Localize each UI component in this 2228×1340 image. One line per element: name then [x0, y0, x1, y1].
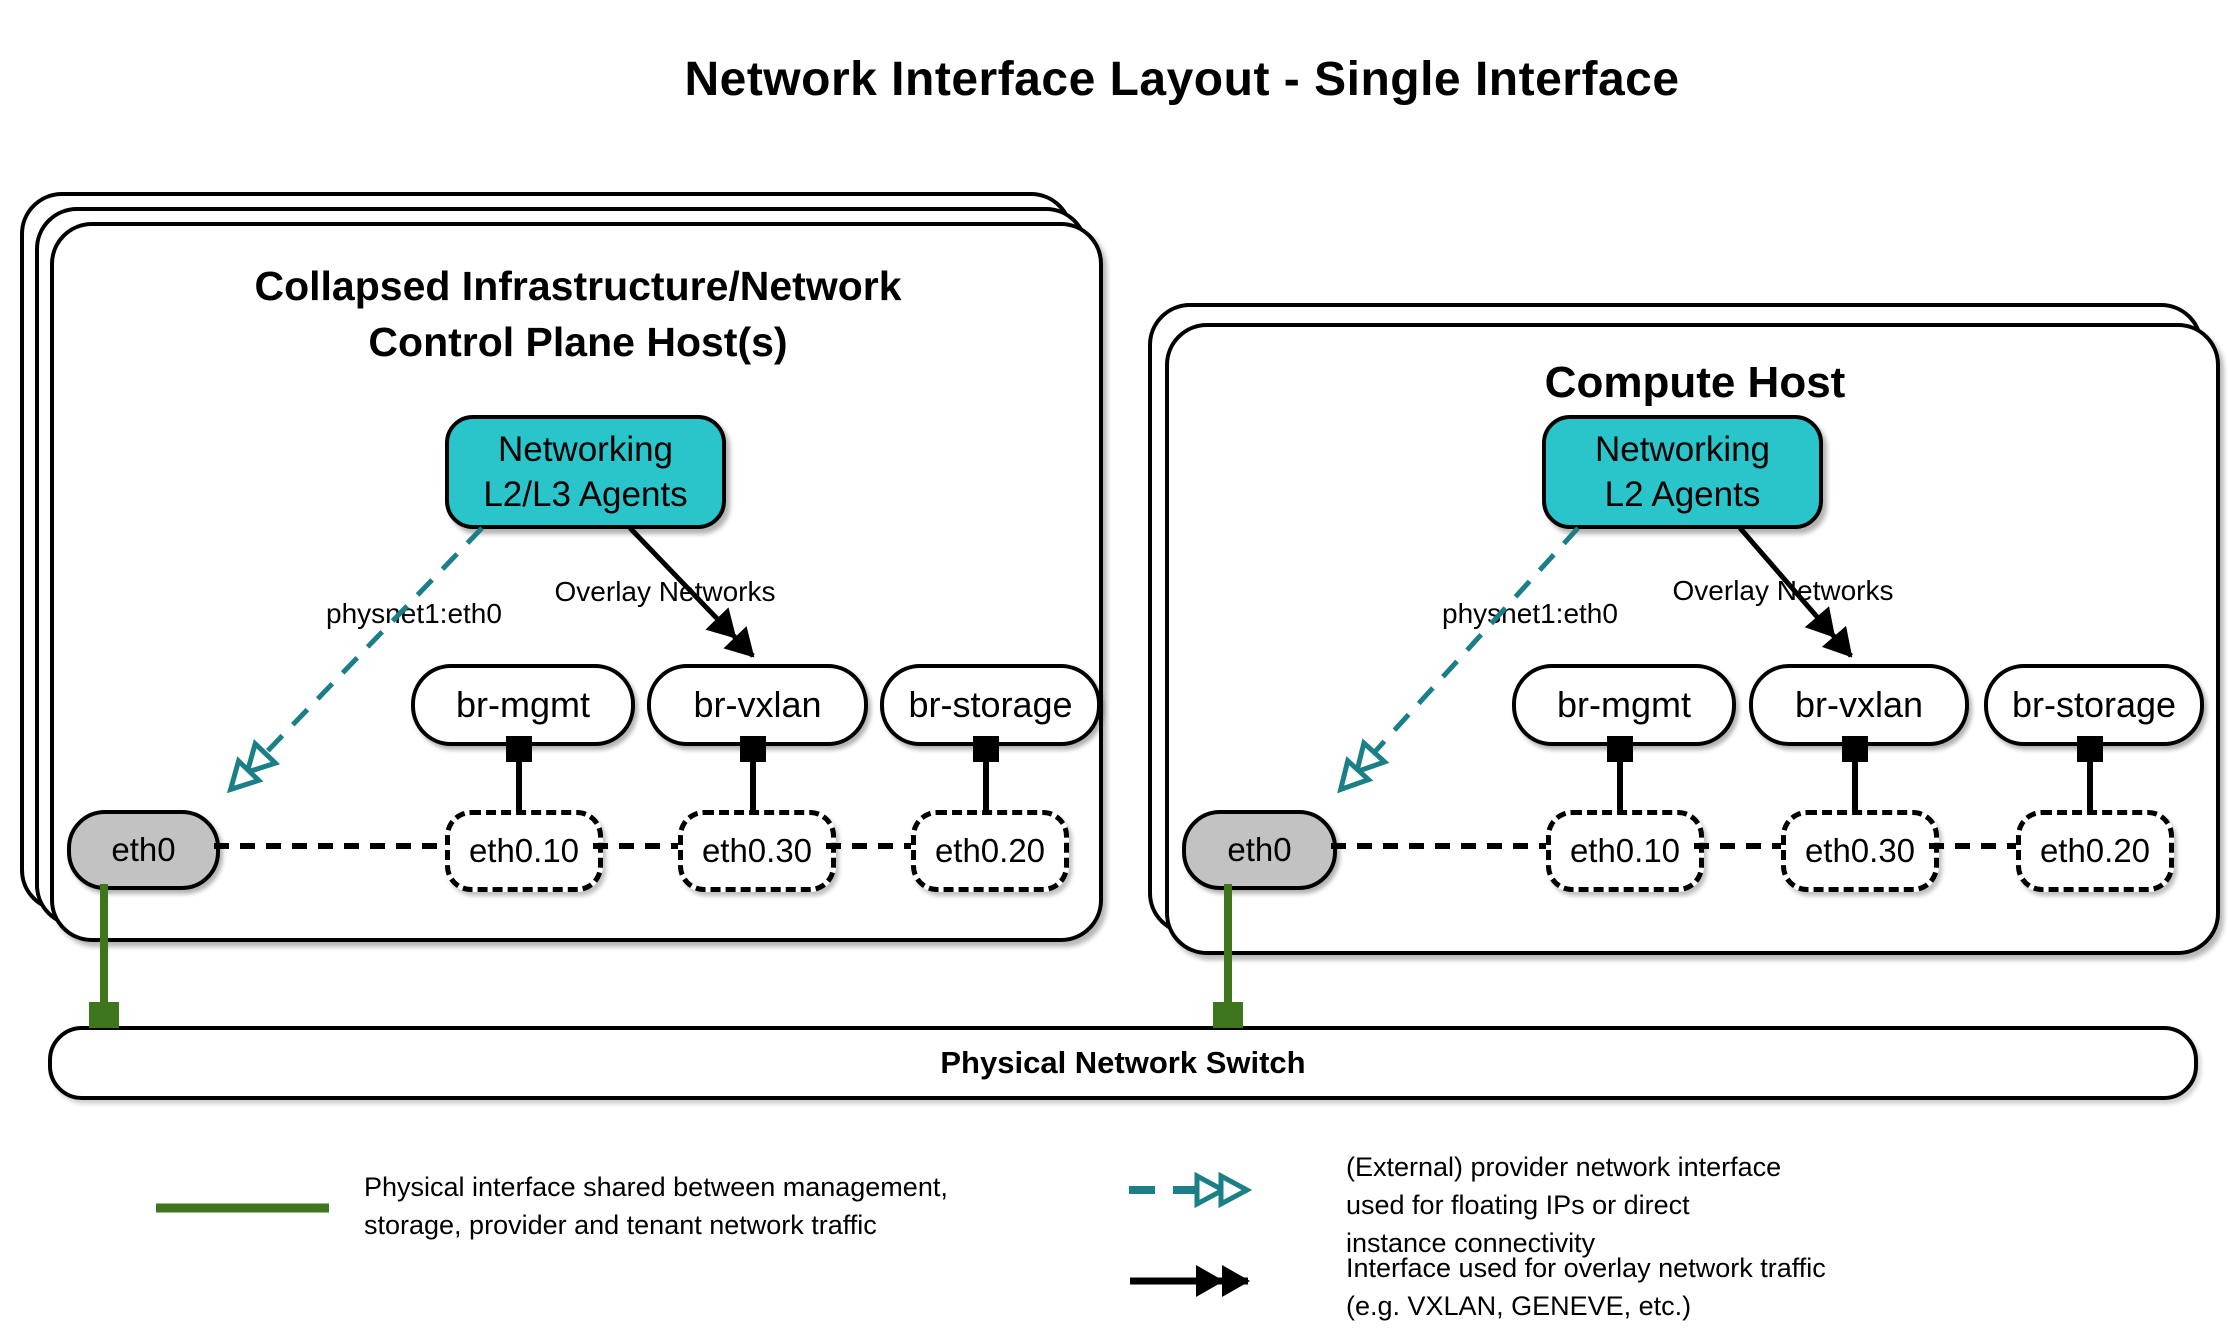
- left-overlay-arrow-label: Overlay Networks: [554, 576, 776, 607]
- left-vlan-eth0-10: eth0.10: [445, 810, 603, 892]
- right-vlan-eth0-10: eth0.10: [1546, 810, 1704, 892]
- legend-physical-line2: storage, provider and tenant network tra…: [364, 1210, 877, 1240]
- physical-network-switch: Physical Network Switch: [48, 1026, 2198, 1100]
- control-plane-host-title-line2: Control Plane Host(s): [368, 319, 788, 365]
- right-bridge-br-mgmt: br-mgmt: [1512, 664, 1736, 746]
- right-eth0-interface: eth0: [1182, 810, 1337, 890]
- control-plane-host-title-line1: Collapsed Infrastructure/Network: [254, 263, 902, 309]
- legend-physical-interface: Physical interface shared between manage…: [364, 1168, 948, 1244]
- left-eth0-interface: eth0: [67, 810, 220, 890]
- right-vlan-eth0-30: eth0.30: [1781, 810, 1939, 892]
- left-uplink-connector: [89, 1002, 119, 1028]
- left-vlan-eth0-20: eth0.20: [911, 810, 1069, 892]
- right-vlan-eth0-20: eth0.20: [2016, 810, 2174, 892]
- right-provider-arrow-label: physnet1:eth0: [1442, 598, 1618, 629]
- left-vlan-eth0-30: eth0.30: [678, 810, 836, 892]
- left-bridge-br-mgmt: br-mgmt: [411, 664, 635, 746]
- left-bridge-br-storage: br-storage: [880, 664, 1101, 746]
- switch-label: Physical Network Switch: [940, 1045, 1306, 1080]
- legend-physical-line1: Physical interface shared between manage…: [364, 1172, 948, 1202]
- legend-overlay-interface: Interface used for overlay network traff…: [1346, 1249, 1826, 1325]
- right-bridge-br-vxlan: br-vxlan: [1749, 664, 1969, 746]
- right-uplink-connector: [1213, 1002, 1243, 1028]
- right-overlay-arrow-label: Overlay Networks: [1672, 575, 1894, 606]
- left-agent-label-line2: L2/L3 Agents: [483, 475, 688, 514]
- legend-provider-line2: used for floating IPs or direct: [1346, 1190, 1690, 1220]
- legend-provider-line1: (External) provider network interface: [1346, 1152, 1782, 1182]
- control-plane-host-title: Collapsed Infrastructure/Network Control…: [128, 258, 1028, 370]
- legend-provider-interface: (External) provider network interface us…: [1346, 1148, 1781, 1262]
- right-bridge-br-storage: br-storage: [1984, 664, 2204, 746]
- legend-overlay-line2: (e.g. VXLAN, GENEVE, etc.): [1346, 1291, 1692, 1321]
- left-networking-agents-box: Networking L2/L3 Agents: [445, 415, 726, 529]
- left-provider-arrow-label: physnet1:eth0: [326, 598, 502, 629]
- left-bridge-br-vxlan: br-vxlan: [647, 664, 868, 746]
- right-networking-agents-box: Networking L2 Agents: [1542, 415, 1823, 529]
- left-agent-label-line1: Networking: [497, 430, 674, 469]
- legend-overlay-line1: Interface used for overlay network traff…: [1346, 1253, 1826, 1283]
- legend-provider-line3: instance connectivity: [1346, 1228, 1596, 1258]
- right-agent-label-line2: L2 Agents: [1604, 475, 1761, 514]
- diagram-title: Network Interface Layout - Single Interf…: [684, 53, 1680, 106]
- compute-host-title: Compute Host: [1544, 358, 1846, 407]
- right-agent-label-line1: Networking: [1594, 430, 1771, 469]
